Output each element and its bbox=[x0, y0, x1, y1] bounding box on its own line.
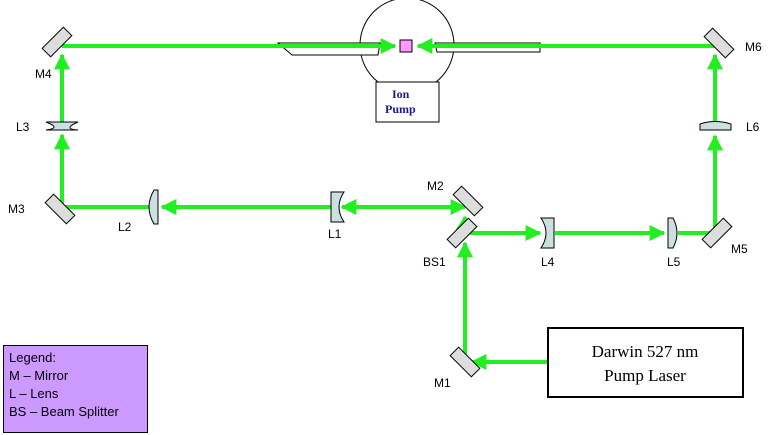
label-m5: M5 bbox=[731, 242, 748, 256]
lens-l5 bbox=[667, 217, 678, 249]
label-l4: L4 bbox=[541, 255, 555, 269]
ion-pump-label-line2: Pump bbox=[385, 102, 416, 116]
lens-l4 bbox=[540, 217, 555, 249]
label-l3: L3 bbox=[16, 120, 30, 134]
mirror-m3 bbox=[44, 193, 76, 225]
label-m3: M3 bbox=[8, 202, 25, 216]
pump-laser: Darwin 527 nm Pump Laser bbox=[547, 327, 744, 398]
component-labels: M4 L3 M3 L2 L1 M2 BS1 L4 L5 M5 L6 M6 M1 bbox=[8, 40, 762, 390]
label-l5: L5 bbox=[667, 255, 681, 269]
lenses bbox=[45, 121, 732, 249]
laser-label-line1: Darwin 527 nm bbox=[592, 342, 699, 361]
beam-splitter-bs1 bbox=[446, 217, 478, 249]
legend-title: Legend: bbox=[9, 350, 56, 365]
label-m6: M6 bbox=[745, 40, 762, 54]
mirror-m2 bbox=[452, 185, 484, 217]
lens-l6 bbox=[699, 121, 732, 131]
label-l6: L6 bbox=[746, 120, 760, 134]
ion-pump-label-line1: Ion bbox=[392, 87, 410, 101]
legend-item-mirror: M – Mirror bbox=[9, 368, 69, 383]
label-m2: M2 bbox=[427, 179, 444, 193]
laser-label-line2: Pump Laser bbox=[604, 366, 686, 385]
label-l2: L2 bbox=[118, 220, 132, 234]
ion-pump: Ion Pump bbox=[375, 81, 440, 123]
lens-l3 bbox=[45, 121, 79, 131]
lens-l1 bbox=[330, 191, 345, 223]
laser-beams bbox=[54, 38, 723, 370]
target-cell bbox=[399, 39, 413, 53]
mirrors bbox=[41, 26, 735, 378]
mirror-m1 bbox=[449, 346, 481, 378]
mirror-m4 bbox=[41, 26, 73, 58]
label-l1: L1 bbox=[328, 227, 342, 241]
label-m1: M1 bbox=[434, 376, 451, 390]
label-m4: M4 bbox=[35, 67, 52, 81]
label-bs1: BS1 bbox=[423, 255, 446, 269]
legend-box: Legend: M – Mirror L – Lens BS – Beam Sp… bbox=[3, 345, 148, 433]
mirror-m6 bbox=[703, 27, 735, 59]
legend-item-beam-splitter: BS – Beam Splitter bbox=[9, 404, 119, 419]
lens-l2 bbox=[148, 189, 159, 225]
legend-item-lens: L – Lens bbox=[9, 386, 59, 401]
mirror-m5 bbox=[701, 217, 733, 249]
